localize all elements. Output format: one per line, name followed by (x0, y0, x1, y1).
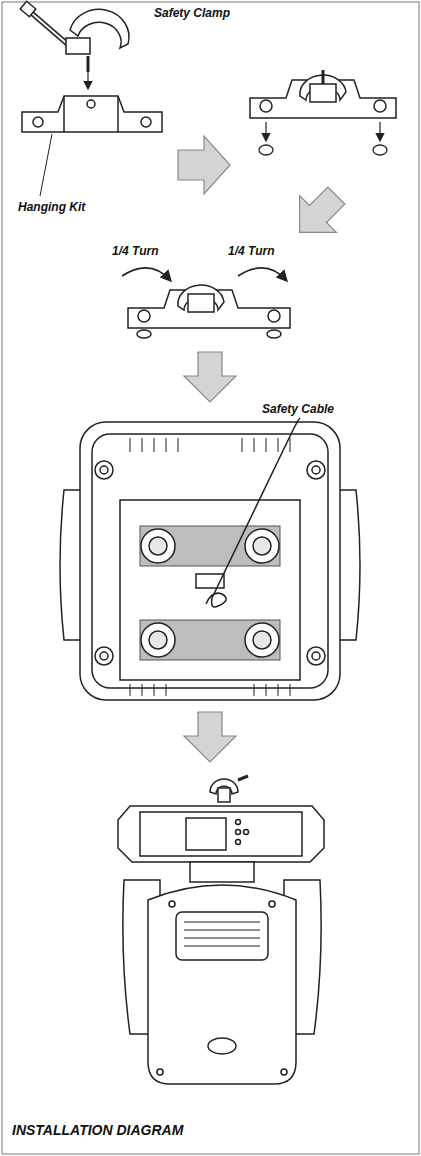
part-label: Hanging Kit (18, 200, 85, 214)
part-label: 1/4 Turn (228, 244, 274, 258)
part-label: Safety Clamp (154, 6, 230, 20)
part-label: Safety Cable (262, 402, 334, 416)
diagram-caption: INSTALLATION DIAGRAM (12, 1122, 183, 1138)
part-label: 1/4 Turn (112, 244, 158, 258)
